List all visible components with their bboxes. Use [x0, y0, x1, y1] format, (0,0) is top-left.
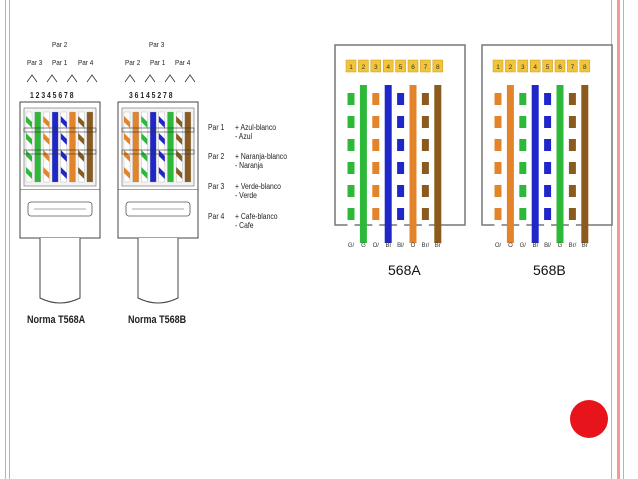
plug-wire-stripe — [141, 150, 148, 162]
left-border-line — [5, 0, 6, 479]
legend-plus: + Verde-blanco — [235, 182, 281, 191]
plug-wire-stripe — [78, 116, 85, 128]
pair-caret — [124, 74, 136, 83]
diagram-title-568a: 568A — [388, 262, 421, 278]
contact-band — [23, 149, 97, 155]
legend-pair: Par 4 — [208, 212, 225, 221]
plug-wire-stripe — [78, 133, 85, 145]
pair-label: Par 2 — [125, 58, 141, 67]
plug-wire — [34, 111, 41, 183]
plug-wire — [86, 111, 94, 183]
standard-name-b: Norma T568B — [128, 314, 187, 326]
legend-pair: Par 1 — [208, 123, 225, 132]
standard-name-a: Norma T568A — [27, 314, 86, 326]
plug-wire-stripe — [26, 133, 32, 145]
plug-wire-stripe — [158, 133, 165, 145]
plug-wire-stripe — [60, 150, 67, 162]
right-border-line — [623, 0, 624, 479]
pair-label: Par 3 — [27, 58, 43, 67]
pair-label: Par 3 — [149, 40, 165, 49]
pin-numbers: 1 2 3 4 5 6 7 8 — [30, 91, 74, 100]
legend-plus: + Naranja-blanco — [235, 152, 287, 161]
diagram-title-568b: 568B — [533, 262, 566, 278]
plug-wire-stripe — [158, 116, 165, 128]
legend-plus: + Azul-blanco — [235, 123, 277, 132]
plug-wire-stripe — [78, 167, 85, 179]
plug-wire — [25, 111, 33, 183]
plug-wire-stripe — [78, 150, 85, 162]
pair-caret — [26, 74, 38, 83]
legend-plus: + Cafe-blanco — [235, 212, 278, 221]
plug-wire — [43, 111, 50, 183]
legend-pair: Par 2 — [208, 152, 225, 161]
legend-minus: - Cafe — [235, 221, 254, 230]
legend-minus: - Naranja — [235, 161, 263, 170]
plug-wire — [176, 111, 183, 183]
plug-wire-stripe — [60, 133, 67, 145]
contact-band — [121, 127, 195, 133]
plug-wire — [123, 111, 131, 183]
plug-wire — [149, 111, 157, 183]
plug-wire-stripe — [176, 116, 183, 128]
pair-label: Par 4 — [175, 58, 191, 67]
plug-wire — [78, 111, 85, 183]
plug-wire-stripe — [60, 167, 67, 179]
right-border-line — [617, 0, 620, 479]
plug-wire-stripe — [43, 133, 50, 145]
plug-wire-stripe — [141, 133, 148, 145]
pair-caret — [164, 74, 176, 83]
plug-wire-stripe — [158, 150, 165, 162]
plug-wire — [60, 111, 67, 183]
plug-wire-stripe — [124, 133, 130, 145]
plug-wire-stripe — [141, 116, 148, 128]
plug-wire-stripe — [26, 150, 32, 162]
right-border-line — [611, 0, 612, 479]
plug-cable — [39, 238, 81, 304]
legend-minus: - Verde — [235, 191, 257, 200]
legend-pair: Par 3 — [208, 182, 225, 191]
legend-minus: - Azul — [235, 132, 253, 141]
plug-cable — [137, 238, 179, 304]
plug-wire — [69, 111, 76, 183]
pin-numbers: 3 6 1 4 5 2 7 8 — [129, 91, 173, 100]
pair-caret — [86, 74, 98, 83]
plug-wire — [51, 111, 59, 183]
pair-label: Par 1 — [150, 58, 166, 67]
plug-wire-stripe — [60, 116, 67, 128]
pair-caret — [46, 74, 58, 83]
plug-wire — [158, 111, 165, 183]
plug-wire-stripe — [124, 116, 130, 128]
red-dot — [570, 400, 608, 438]
plug-wire-stripe — [43, 116, 50, 128]
plug-wire-stripe — [158, 167, 165, 179]
pair-caret — [66, 74, 78, 83]
plug-wire-stripe — [124, 167, 130, 179]
plug-wire-stripe — [43, 150, 50, 162]
pair-caret — [184, 74, 196, 83]
plug-wire-stripe — [43, 167, 50, 179]
plug-wire-stripe — [26, 167, 32, 179]
plug-wire-stripe — [176, 150, 183, 162]
pair-label: Par 2 — [52, 40, 68, 49]
plug-wire-stripe — [141, 167, 148, 179]
pair-label: Par 1 — [52, 58, 68, 67]
plug-wire — [167, 111, 174, 183]
plug-wire-stripe — [176, 133, 183, 145]
contact-band — [121, 149, 195, 155]
plug-wire-stripe — [124, 150, 130, 162]
plug-wire — [141, 111, 148, 183]
pair-caret — [144, 74, 156, 83]
left-border-line — [9, 0, 10, 479]
plug-wire-stripe — [26, 116, 32, 128]
contact-band — [23, 127, 97, 133]
pair-label: Par 4 — [78, 58, 94, 67]
plug-wire — [132, 111, 139, 183]
plug-wire-stripe — [176, 167, 183, 179]
plug-wire — [184, 111, 192, 183]
